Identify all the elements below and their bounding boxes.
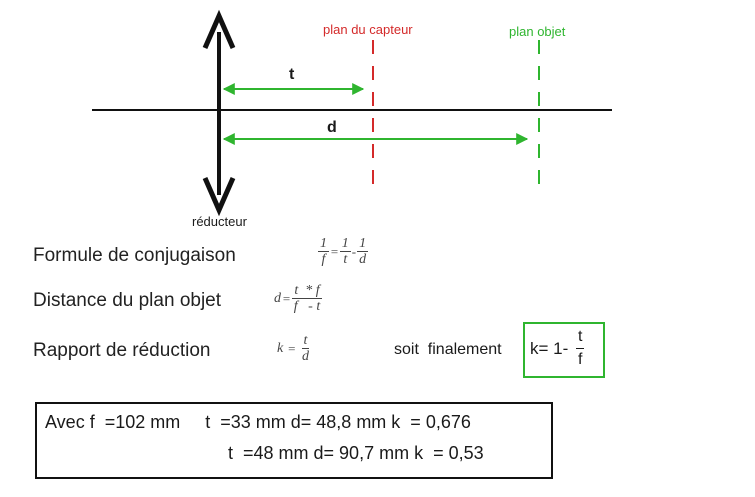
fraction-t-over-f: t f (576, 328, 585, 368)
results-row-2: t =48 mm d= 90,7 mm k = 0,53 (228, 443, 484, 463)
reduction-ratio-formula: k = t d (277, 333, 310, 364)
object-plane-label: plan objet (509, 24, 566, 39)
object-distance-formula-label: Distance du plan objet (33, 290, 222, 311)
fraction-t-over-d: t d (301, 333, 310, 364)
lens-label: réducteur (192, 214, 247, 229)
final-text: soit finalement (394, 341, 502, 358)
fraction-tf-over-f-minus-t: t * f f - t (292, 283, 322, 314)
reduction-ratio-label: Rapport de réduction (33, 340, 211, 361)
lens-arrow-down (202, 176, 236, 217)
fraction-1-over-f: 1 f (318, 236, 329, 267)
conjugation-formula-label: Formule de conjugaison (33, 245, 236, 266)
t-label: t (289, 66, 295, 83)
fraction-1-over-t: 1 t (339, 236, 351, 267)
sensor-plane-label: plan du capteur (323, 22, 413, 37)
fraction-1-over-d: 1 d (357, 236, 369, 267)
d-label: d (327, 119, 337, 136)
object-distance-formula: d = t * f f - t (274, 283, 322, 314)
conjugation-formula: 1 f = 1 t - 1 d (318, 236, 369, 267)
optical-diagram (92, 9, 612, 217)
final-formula-k: k= 1- (530, 339, 569, 358)
results-row-1: Avec f =102 mm t =33 mm d= 48,8 mm k = 0… (45, 412, 471, 432)
results-box (35, 402, 553, 479)
lens-arrow-up (202, 9, 236, 50)
final-formula-box (523, 322, 605, 378)
